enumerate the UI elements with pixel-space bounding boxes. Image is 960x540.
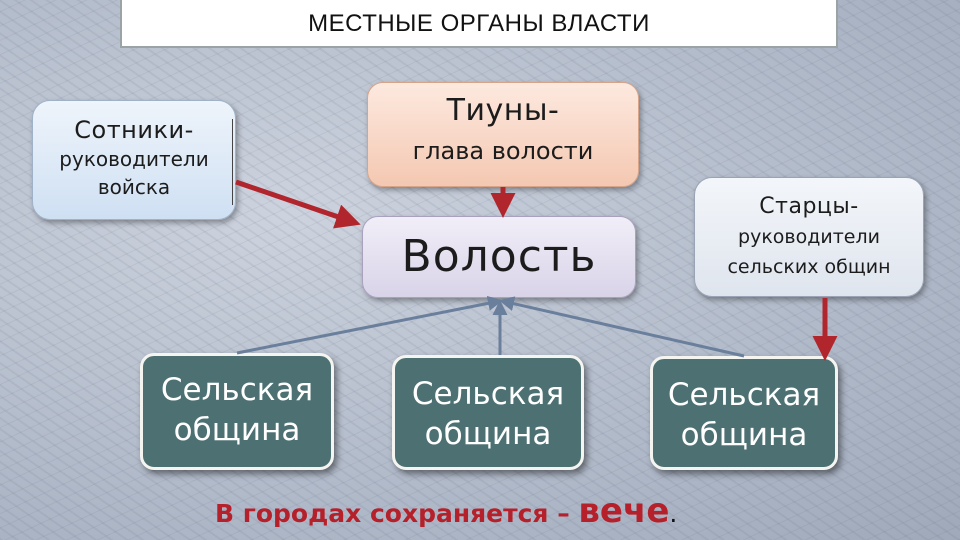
startsy-desc-line2: сельских общин — [727, 256, 891, 278]
community-2-line2: община — [424, 416, 552, 452]
text-cursor-line — [232, 119, 233, 205]
community-1-line2: община — [173, 412, 301, 448]
page-title: МЕСТНЫЕ ОРГАНЫ ВЛАСТИ — [120, 0, 838, 48]
startsy-heading: Старцы- — [695, 192, 923, 222]
footer-highlight: вече — [578, 491, 670, 531]
startsy-dash: - — [850, 194, 859, 219]
volost-box: Волость — [362, 216, 636, 298]
sotniki-heading: Сотники- — [33, 115, 235, 145]
tiuny-dash: - — [548, 93, 560, 128]
startsy-title: Старцы — [759, 194, 851, 219]
startsy-box: Старцы- руководители сельских общин — [694, 177, 924, 297]
startsy-desc-line1: руководители — [738, 226, 880, 248]
footer-statement: В городах сохраняется – вече. — [215, 487, 835, 535]
tiuny-title: Тиуны — [446, 93, 549, 128]
community-1-line1: Сельская — [160, 372, 314, 408]
community-2-line1: Сельская — [411, 376, 565, 412]
sotniki-title: Сотники — [74, 116, 185, 144]
sotniki-desc-line2: войска — [97, 175, 171, 199]
tiuny-desc: глава волости — [412, 137, 594, 165]
community-box-3: Сельская община — [650, 356, 838, 470]
community-3-line1: Сельская — [667, 377, 821, 413]
tiuny-heading: Тиуны- — [368, 91, 638, 131]
community-3-line2: община — [680, 417, 808, 453]
sotniki-desc-line1: руководители — [59, 147, 209, 171]
tiuny-box: Тиуны- глава волости — [367, 82, 639, 187]
footer-text: В городах сохраняется – — [215, 499, 579, 528]
sotniki-box: Сотники- руководители войска — [32, 100, 236, 220]
footer-period: . — [669, 499, 678, 528]
community-box-2: Сельская община — [392, 355, 584, 470]
sotniki-dash: - — [184, 116, 194, 144]
community-box-1: Сельская община — [140, 353, 334, 470]
